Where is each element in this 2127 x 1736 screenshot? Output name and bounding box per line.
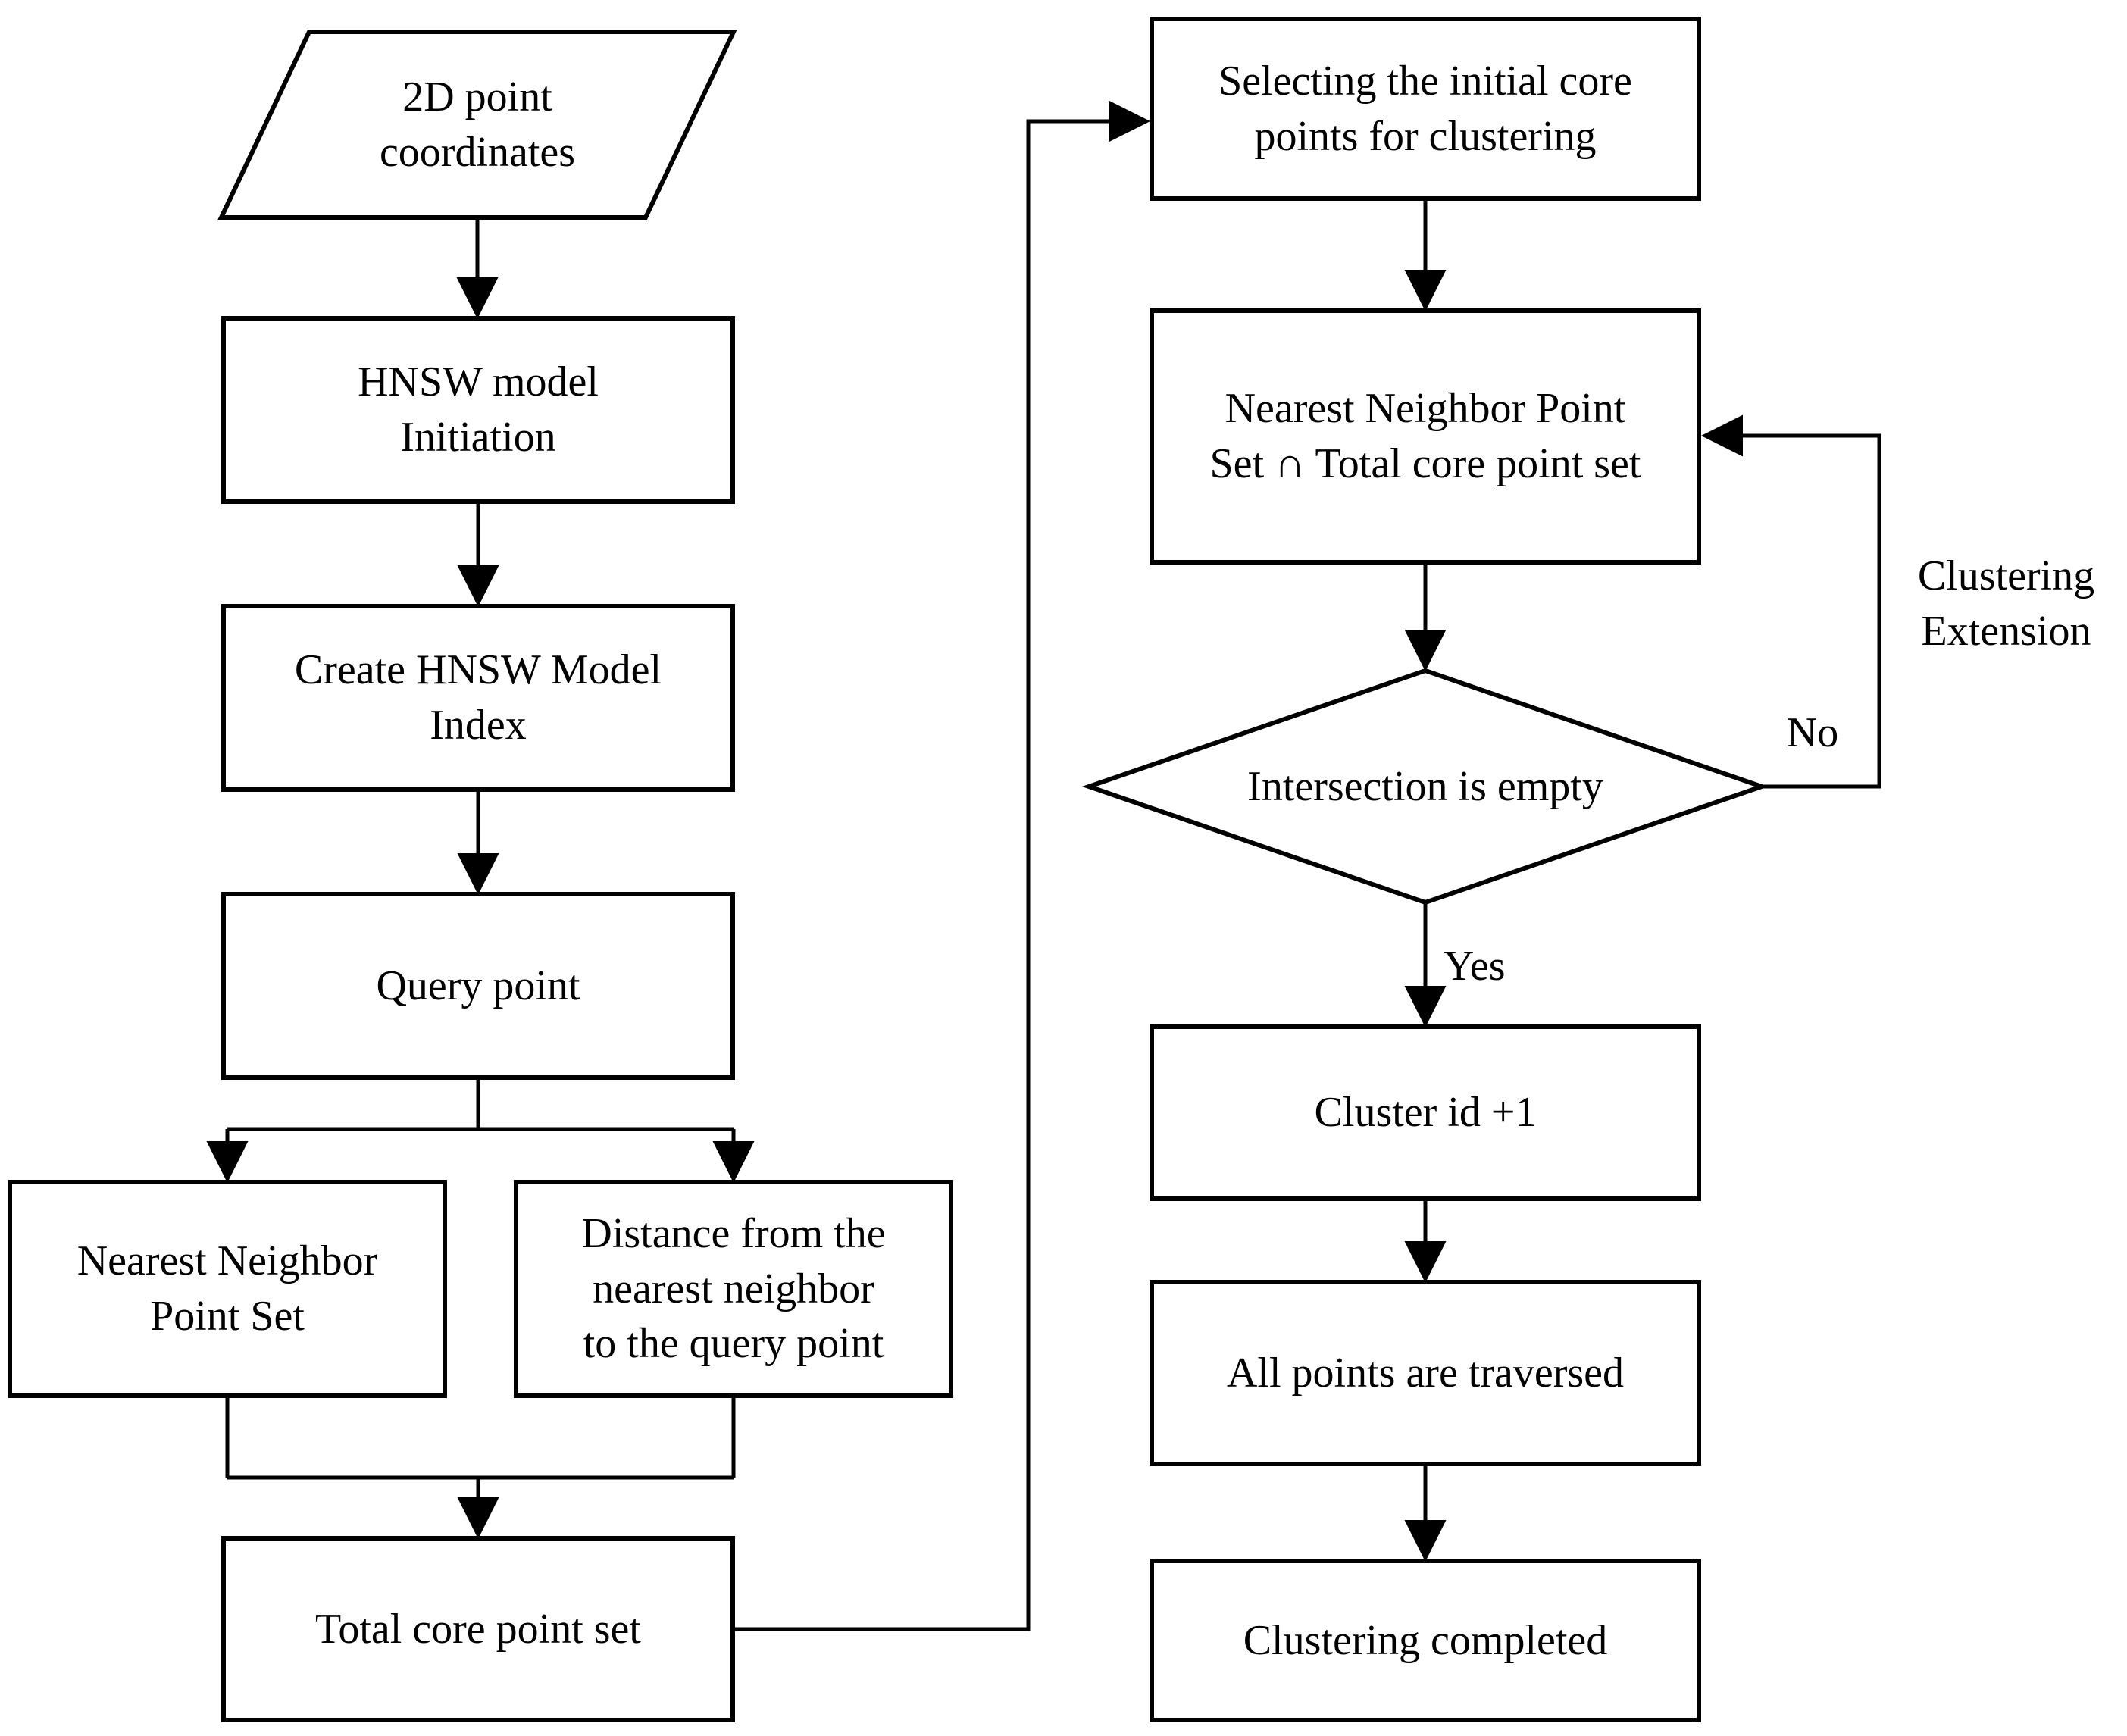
loop-decision-no-to-intersection [1701,414,1881,789]
node-2d-point-coordinates-shape [217,30,737,220]
node-intersection-operation-shape [1150,308,1701,565]
node-all-points-traversed-shape [1150,1280,1701,1466]
node-nearest-neighbor-point-set-shape [8,1180,447,1398]
merge-into-total-core-set [225,1397,736,1480]
node-selecting-initial-core-points-shape [1150,17,1701,201]
node-create-hnsw-model-index-shape [221,604,735,792]
node-hnsw-model-initiation-shape [221,316,735,504]
node-clustering-completed-shape [1150,1559,1701,1722]
split-from-query-point [227,1078,734,1131]
node-decision-intersection-empty-shape [1081,668,1769,906]
node-distance-nearest-neighbor-shape [514,1180,953,1398]
connector-total-core-set-to-selecting [733,100,1150,1631]
node-total-core-point-set-shape [221,1536,735,1722]
node-query-point-shape [221,892,735,1080]
node-cluster-id-plus-one-shape [1150,1024,1701,1201]
